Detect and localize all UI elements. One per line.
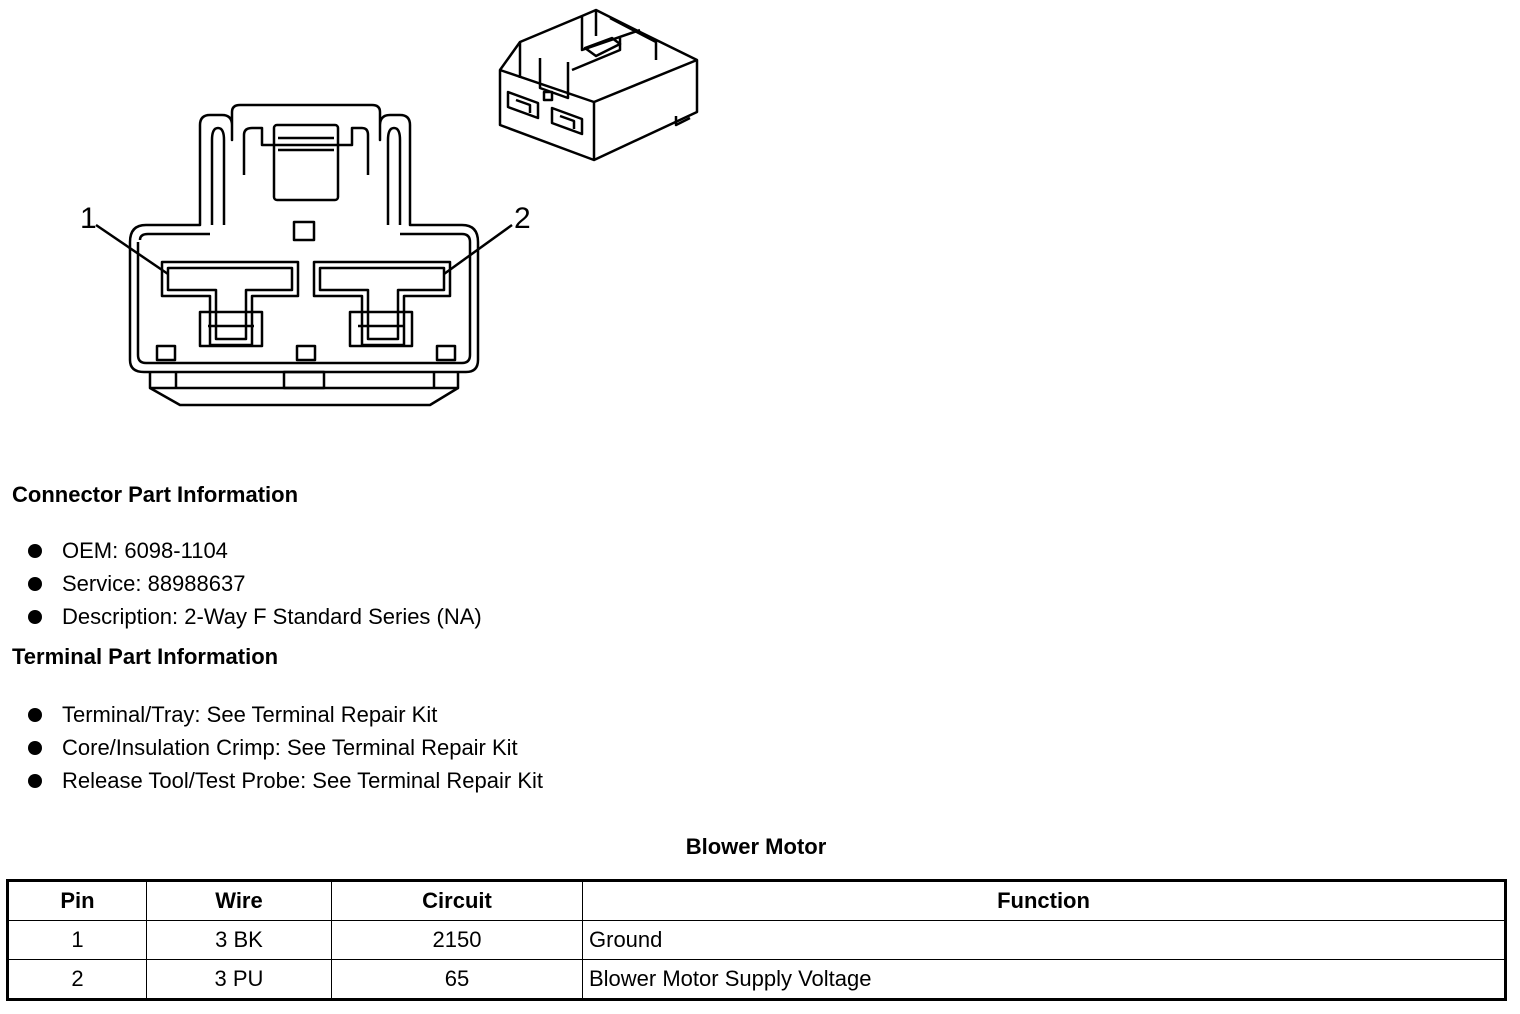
column-header-wire: Wire — [146, 880, 332, 921]
table-header-row: Pin Wire Circuit Function — [7, 880, 1506, 921]
cell-wire: 3 BK — [146, 920, 332, 960]
cell-wire: 3 PU — [146, 959, 332, 1000]
pinout-table: Pin Wire Circuit Function 1 3 BK 2150 Gr… — [6, 879, 1507, 1001]
terminal-part-info-list: Terminal/Tray: See Terminal Repair Kit C… — [28, 698, 543, 797]
pin-label-2: 2 — [514, 202, 531, 235]
connector-face-view — [95, 103, 513, 407]
cell-pin: 1 — [7, 920, 147, 960]
table-row: 1 3 BK 2150 Ground — [7, 920, 1506, 960]
list-item: OEM: 6098-1104 — [28, 534, 482, 567]
cell-function: Ground — [582, 920, 1506, 960]
list-item: Core/Insulation Crimp: See Terminal Repa… — [28, 731, 543, 764]
cell-circuit: 65 — [331, 959, 583, 1000]
bullet-icon — [28, 610, 42, 624]
list-item: Service: 88988637 — [28, 567, 482, 600]
cell-circuit: 2150 — [331, 920, 583, 960]
bullet-icon — [28, 577, 42, 591]
cell-function: Blower Motor Supply Voltage — [582, 959, 1506, 1000]
cell-pin: 2 — [7, 959, 147, 1000]
connector-part-info-heading: Connector Part Information — [12, 482, 299, 507]
list-item: Release Tool/Test Probe: See Terminal Re… — [28, 764, 543, 797]
list-item: Terminal/Tray: See Terminal Repair Kit — [28, 698, 543, 731]
column-header-circuit: Circuit — [331, 880, 583, 921]
connector-part-info-list: OEM: 6098-1104 Service: 88988637 Descrip… — [28, 534, 482, 633]
bullet-icon — [28, 544, 42, 558]
terminal-part-info-heading: Terminal Part Information — [12, 644, 279, 669]
list-item: Description: 2-Way F Standard Series (NA… — [28, 600, 482, 633]
column-header-pin: Pin — [7, 880, 147, 921]
pin-label-1: 1 — [80, 202, 97, 235]
table-row: 2 3 PU 65 Blower Motor Supply Voltage — [7, 959, 1506, 1000]
bullet-icon — [28, 774, 42, 788]
connector-diagram: 1 2 — [80, 8, 699, 407]
table-title: Blower Motor — [685, 834, 827, 859]
column-header-function: Function — [582, 880, 1506, 921]
bullet-icon — [28, 708, 42, 722]
bullet-icon — [28, 741, 42, 755]
connector-isometric-view — [498, 8, 699, 162]
